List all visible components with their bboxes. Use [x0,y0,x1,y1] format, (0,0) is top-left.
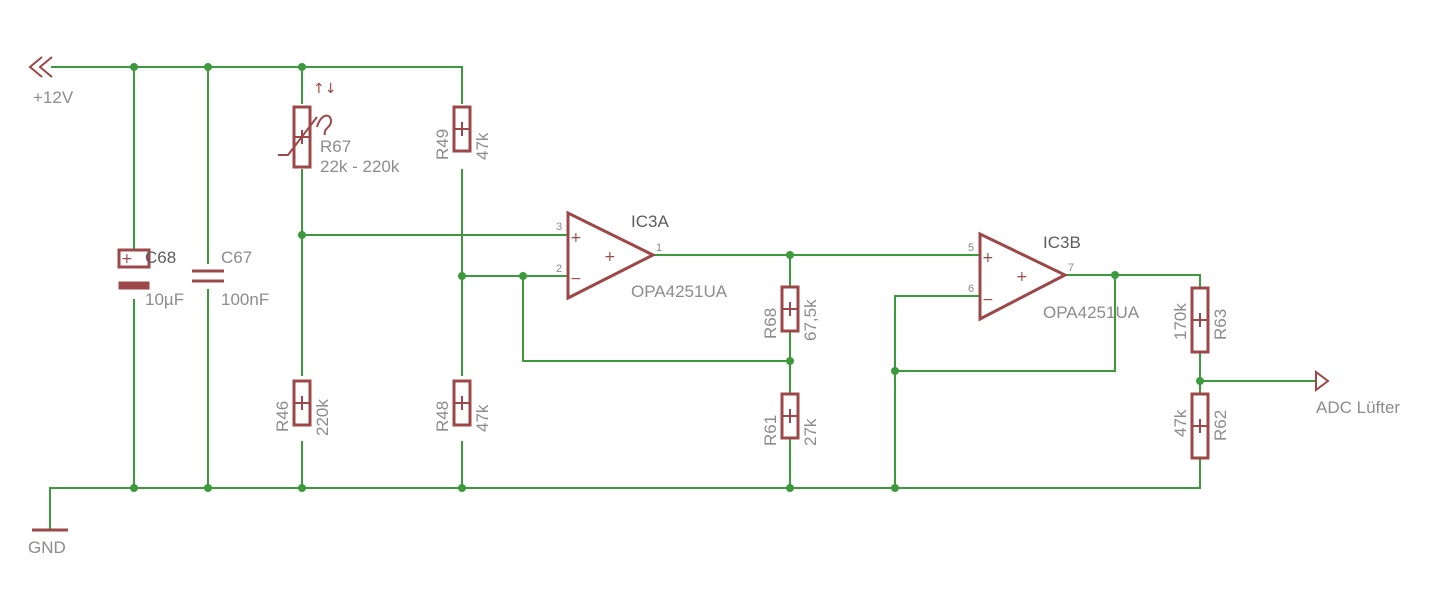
ic3a-pin-plus: 3 [556,221,562,233]
c68-name: C68 [145,248,176,267]
resistor-r48: R48 47k [433,379,492,432]
ic3b-pin-minus: 6 [968,283,974,295]
wires [49,66,1317,531]
resistor-r61: R61 27k [761,392,820,446]
r48-value: 47k [473,404,492,432]
resistor-r67: ↑↓ R67 22k - 220k [278,81,400,176]
r67-value: 22k - 220k [320,157,400,176]
ic3b-power-mark: + [1016,269,1028,285]
junction [298,231,306,239]
junction [1196,377,1204,385]
junction [786,484,794,492]
ic3a-name: IC3A [631,212,669,231]
ic3a-value: OPA4251UA [631,282,728,301]
r67-temp-arrows: ↑↓ [313,81,336,97]
junction [298,63,306,71]
ic3b-pin-plus: 5 [968,242,974,254]
r62-name: R62 [1211,410,1230,441]
r49-value: 47k [473,132,492,160]
r62-value: 47k [1171,409,1190,437]
r68-value: 67,5k [801,299,820,341]
adc-output-label: ADC Lüfter [1316,398,1400,417]
r67-name: R67 [320,137,351,156]
ic3a-power-mark: + [604,249,616,265]
junction [298,484,306,492]
junction [204,484,212,492]
ic3a-minus-sign: − [570,271,582,287]
r46-name: R46 [273,401,292,432]
r61-value: 27k [801,418,820,446]
ic3a-pin-out: 1 [656,242,662,254]
junction [458,272,466,280]
resistor-r68: R68 67,5k [761,285,820,341]
junction [786,357,794,365]
ic3b-name: IC3B [1043,233,1081,252]
junction [130,63,138,71]
r46-value: 220k [313,399,332,436]
r68-name: R68 [761,308,780,339]
junction [891,484,899,492]
capacitor-c67: C67 100nF [192,248,269,309]
adc-output-symbol: ADC Lüfter [1315,370,1400,417]
c68-value: 10µF [145,290,184,309]
r48-name: R48 [433,401,452,432]
junction [786,251,794,259]
r49-name: R49 [433,129,452,160]
ic3b-plus-sign: + [982,250,994,266]
supply-12v-label: +12V [33,88,74,107]
supply-12v-symbol: +12V [28,56,74,107]
r63-name: R63 [1211,309,1230,340]
junctions [130,63,1204,492]
r63-value: 170k [1171,303,1190,340]
resistor-r46: R46 220k [273,379,332,436]
junction [519,272,527,280]
capacitor-c68: + C68 10µF [117,248,184,309]
ic3b-value: OPA4251UA [1043,303,1140,322]
junction [458,484,466,492]
gnd-symbol: GND [28,528,68,557]
c68-polarity: + [121,251,133,267]
junction [1111,271,1119,279]
junction [130,484,138,492]
ic3b-pin-out: 7 [1068,262,1074,274]
resistor-r49: R49 47k [433,105,492,160]
junction [891,367,899,375]
resistor-r62: 47k R62 [1171,392,1230,460]
resistor-r63: 170k R63 [1171,286,1230,354]
ic3b-minus-sign: − [982,292,994,308]
ic3a-plus-sign: + [570,230,582,246]
r61-name: R61 [761,415,780,446]
gnd-label: GND [28,538,66,557]
ic3a-pin-minus: 2 [556,263,562,275]
junction [204,63,212,71]
opamp-ic3a: + − + 3 2 1 IC3A OPA4251UA [556,210,728,301]
opamp-ic3b: + − + 5 6 7 IC3B OPA4251UA [968,231,1140,322]
c67-name: C67 [221,248,252,267]
c67-value: 100nF [221,290,269,309]
